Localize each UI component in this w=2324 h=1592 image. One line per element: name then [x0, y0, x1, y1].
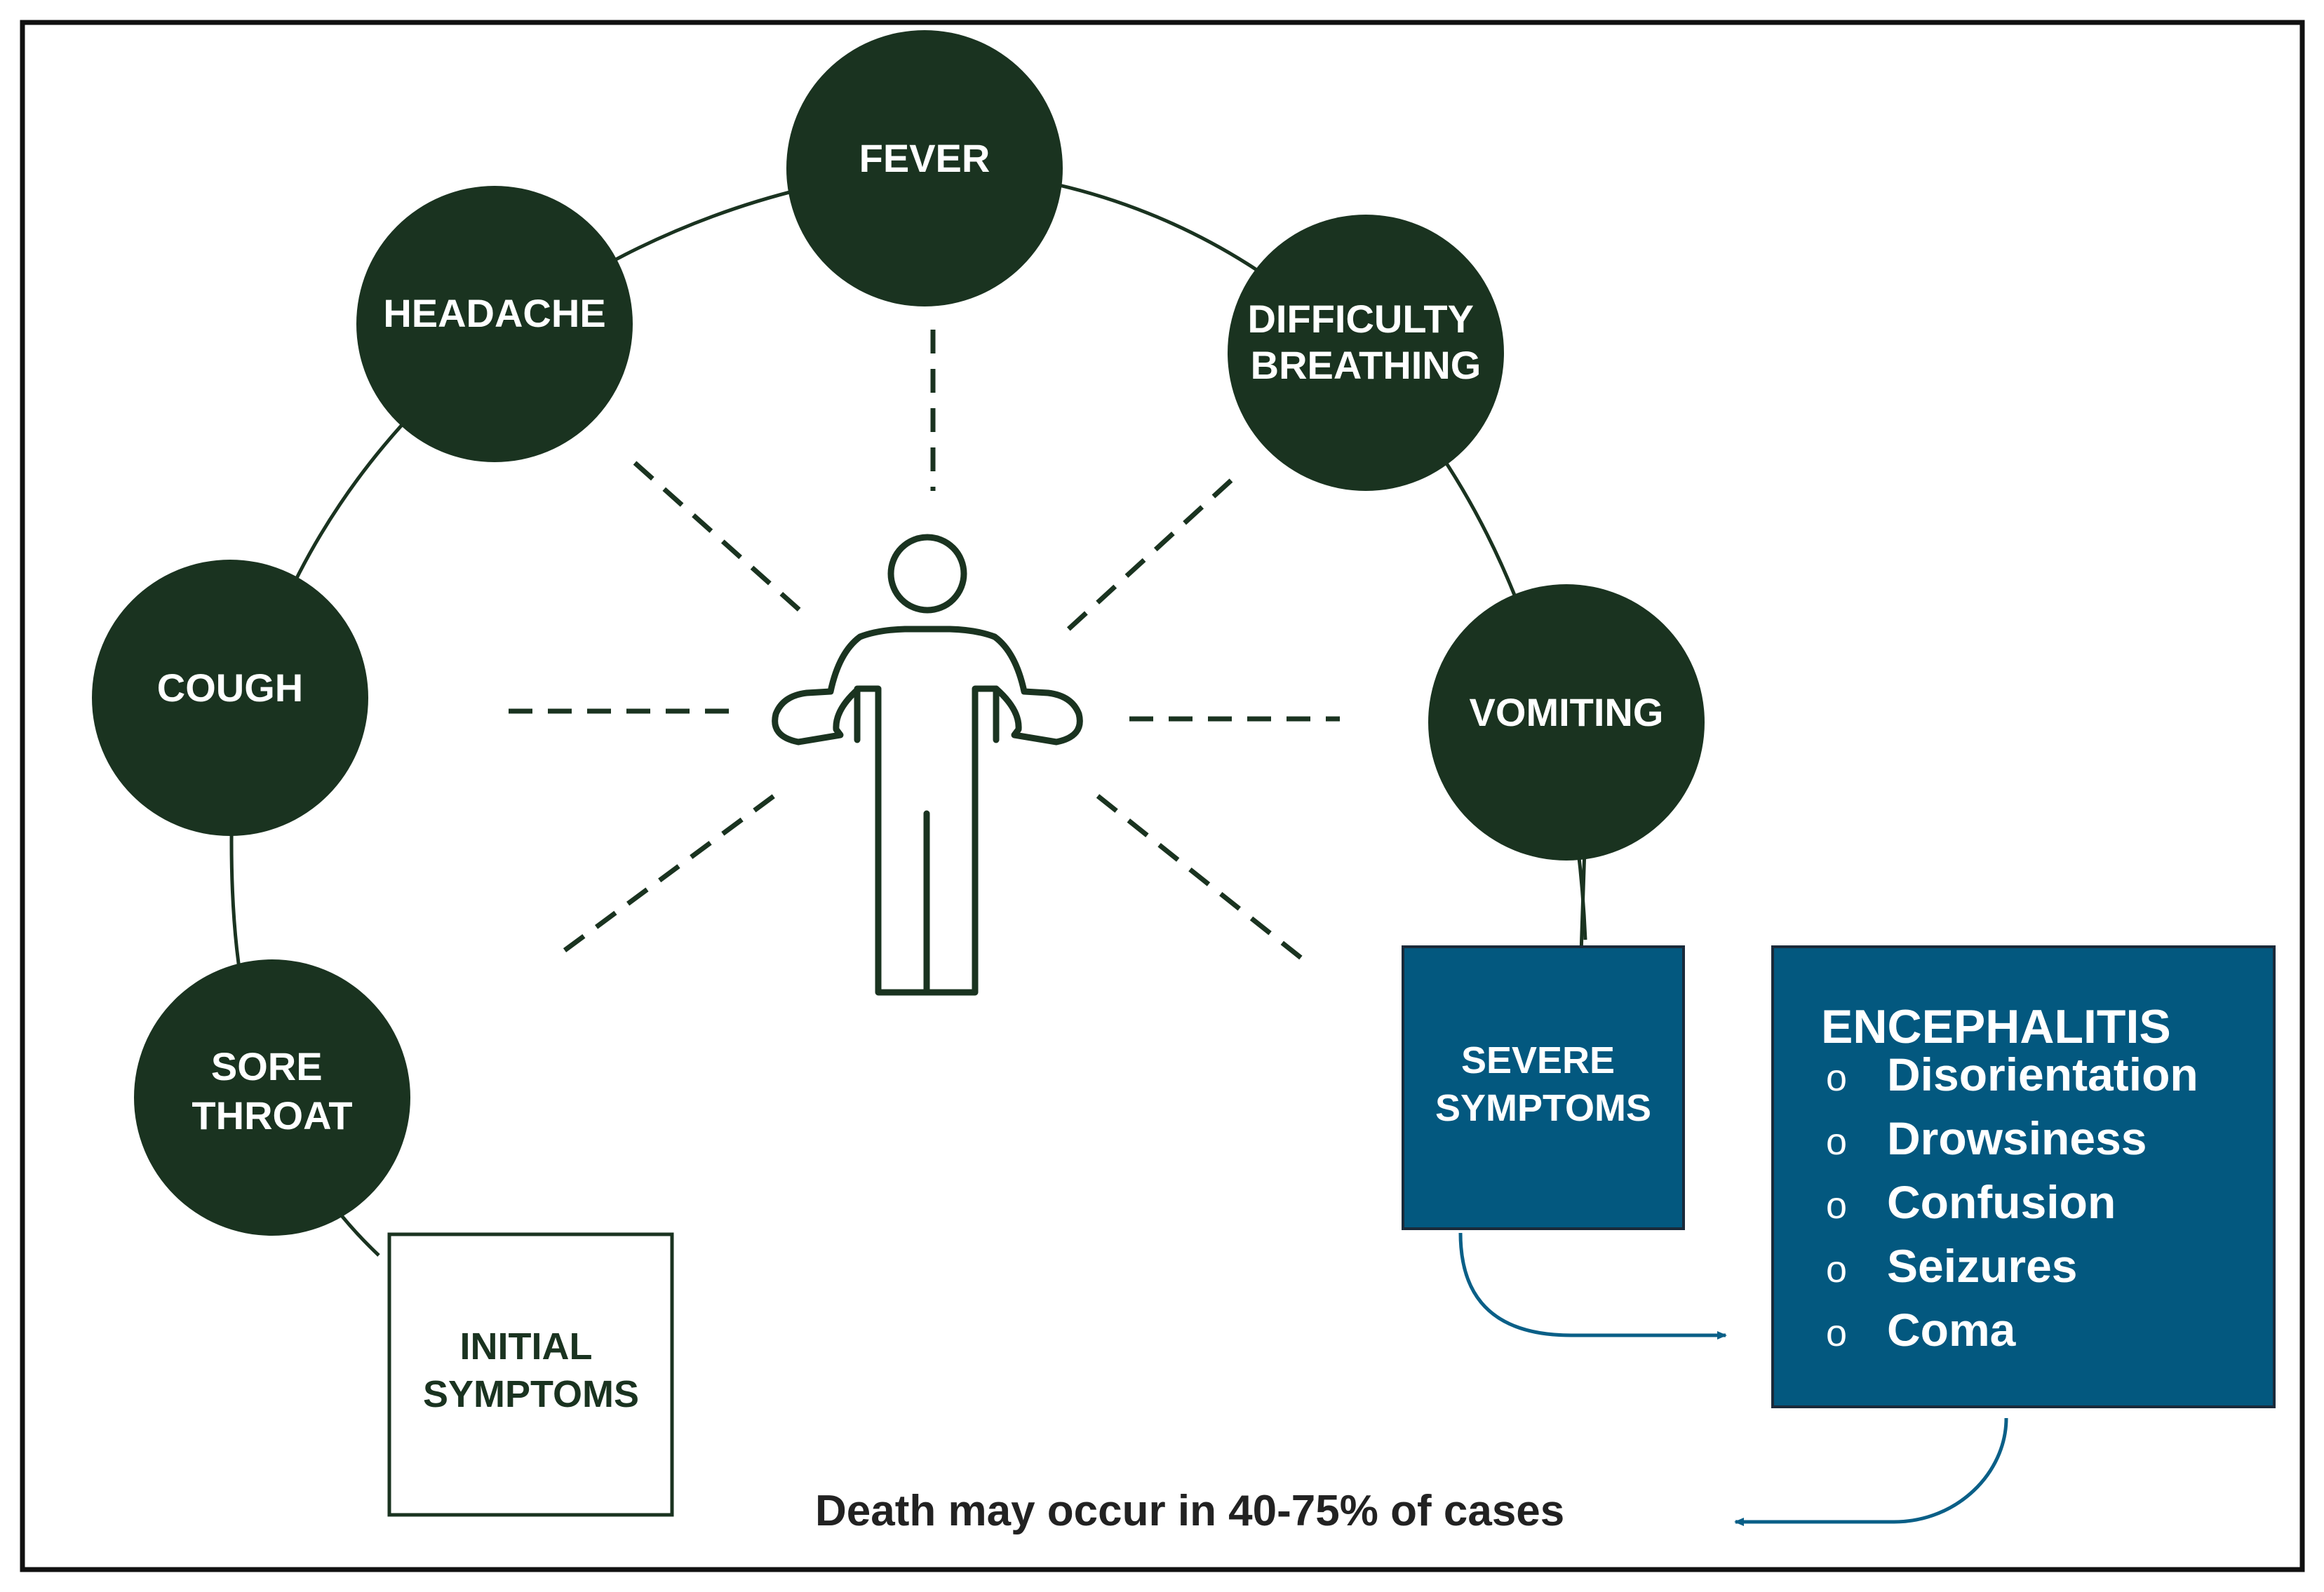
- arrow-severe-to-encephalitis: [1458, 1232, 1727, 1340]
- death-rate-caption: Death may occur in 40-75% of cases: [815, 1487, 1564, 1535]
- sore-throat-circle: [134, 959, 410, 1236]
- list-bullet-icon: o: [1826, 1185, 1847, 1227]
- person-head: [887, 534, 967, 614]
- severe-symptoms-box: SEVERE SYMPTOMS: [1402, 945, 1685, 1230]
- encephalitis-item: Seizures: [1887, 1240, 2077, 1292]
- sore-throat-label: SORE THROAT: [192, 1044, 352, 1138]
- vomiting-circle: [1428, 584, 1705, 861]
- person-body: [772, 626, 1083, 996]
- list-bullet-icon: o: [1826, 1057, 1847, 1099]
- list-bullet-icon: o: [1826, 1121, 1847, 1163]
- difficulty-breathing-label: DIFFICULTY BREATHING: [1247, 297, 1484, 387]
- difficulty-breathing-circle: [1228, 215, 1504, 491]
- symptom-circle-cough: COUGH: [92, 560, 368, 836]
- encephalitis-title: ENCEPHALITIS: [1821, 1000, 2171, 1053]
- fever-circle: [786, 30, 1063, 306]
- outer-frame: [20, 20, 2305, 1572]
- person-figure-icon: [772, 534, 1083, 996]
- list-bullet-icon: o: [1826, 1312, 1847, 1354]
- headache-circle: [356, 186, 633, 462]
- ray-upper-right: [1064, 478, 1233, 633]
- symptom-circle-sore-throat: SORE THROAT: [134, 959, 410, 1236]
- severe-symptoms-frame: [1402, 945, 1685, 1230]
- encephalitis-frame: [1771, 945, 2276, 1408]
- ray-lower-right: [1096, 794, 1307, 963]
- ray-upper-left: [633, 461, 802, 612]
- cough-circle: [92, 560, 368, 836]
- dashed-rays: [509, 330, 1340, 963]
- initial-symptoms-frame: [387, 1232, 674, 1517]
- cough-label: COUGH: [157, 666, 303, 710]
- ray-lower-left: [563, 790, 781, 952]
- fever-label: FEVER: [859, 136, 990, 180]
- initial-symptoms-label: INITIAL SYMPTOMS: [423, 1325, 639, 1415]
- encephalitis-item: Disorientation: [1887, 1048, 2198, 1100]
- headache-label: HEADACHE: [383, 291, 605, 335]
- symptom-circle-difficulty-breathing: DIFFICULTY BREATHING: [1228, 215, 1504, 491]
- severe-symptoms-label: SEVERE SYMPTOMS: [1435, 1039, 1651, 1129]
- symptom-circle-fever: FEVER: [786, 30, 1063, 306]
- arrow-encephalitis-to-death: [1734, 1417, 2008, 1526]
- initial-symptoms-box: INITIAL SYMPTOMS: [387, 1232, 674, 1517]
- symptom-circle-vomiting: VOMITING: [1428, 584, 1705, 861]
- encephalitis-item: Coma: [1887, 1304, 2017, 1356]
- vomiting-label: VOMITING: [1470, 690, 1664, 734]
- list-bullet-icon: o: [1826, 1248, 1847, 1290]
- symptom-circle-headache: HEADACHE: [356, 186, 633, 462]
- encephalitis-item: Drowsiness: [1887, 1112, 2147, 1164]
- encephalitis-item: Confusion: [1887, 1176, 2116, 1228]
